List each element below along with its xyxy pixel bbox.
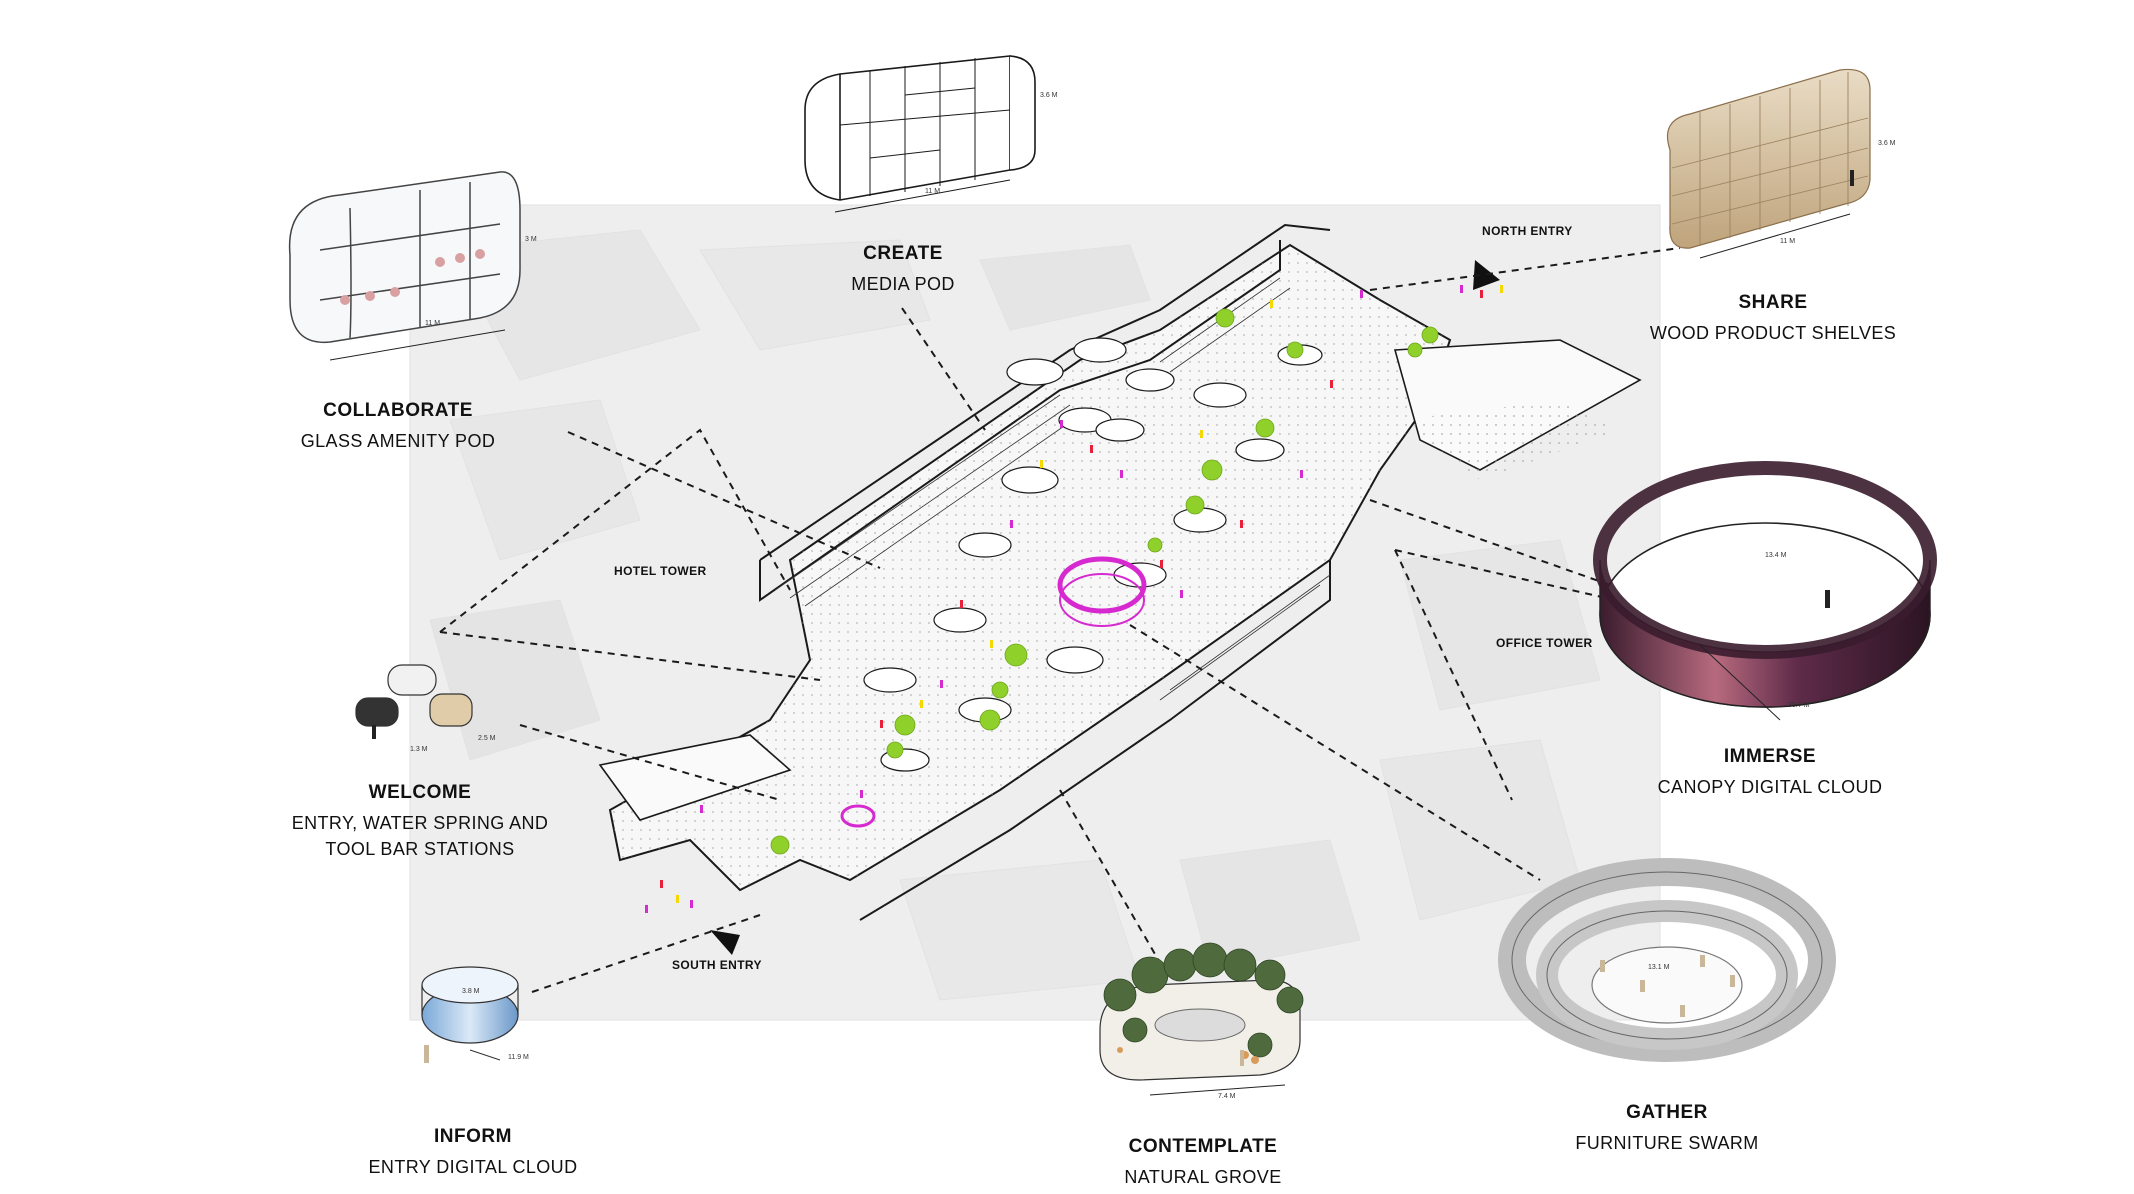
trees bbox=[770, 308, 1439, 855]
share-title: SHARE bbox=[1738, 292, 1808, 313]
person-figure bbox=[372, 725, 376, 739]
immerse-title: IMMERSE bbox=[1723, 746, 1817, 767]
inform-diameter: 3.8 M bbox=[462, 988, 480, 995]
north-entry-label: NORTH ENTRY bbox=[1482, 224, 1573, 238]
person-figure bbox=[1240, 1050, 1244, 1066]
south-entry-arrow bbox=[710, 930, 740, 955]
concourse bbox=[598, 223, 1642, 921]
label-contemplate: CONTEMPLATE NATURAL GROVE bbox=[1124, 1136, 1281, 1190]
office-tower-label: OFFICE TOWER bbox=[1496, 636, 1593, 650]
pod-furniture bbox=[340, 249, 485, 305]
welcome-dim-b: 1.3 M bbox=[410, 746, 428, 753]
media-pod-height: 3.6 M bbox=[1040, 92, 1058, 99]
welcome-dim-a: 2.5 M bbox=[478, 735, 496, 742]
label-create: CREATE MEDIA POD bbox=[851, 243, 955, 297]
collaborate-subtitle: GLASS AMENITY POD bbox=[300, 431, 496, 451]
gather-title: GATHER bbox=[1626, 1102, 1708, 1123]
glass-pod-height: 3 M bbox=[525, 236, 537, 243]
collaborate-title: COLLABORATE bbox=[323, 400, 473, 421]
inform-subtitle: ENTRY DIGITAL CLOUD bbox=[368, 1157, 578, 1177]
shelves-height: 3.6 M bbox=[1878, 140, 1896, 147]
label-welcome: WELCOME ENTRY, WATER SPRING AND TOOL BAR… bbox=[292, 782, 549, 862]
label-inform: INFORM ENTRY DIGITAL CLOUD bbox=[369, 1126, 578, 1180]
welcome-title: WELCOME bbox=[368, 782, 472, 803]
furniture-swarm bbox=[1498, 858, 1836, 1062]
create-subtitle: MEDIA POD bbox=[851, 274, 955, 294]
media-pod bbox=[804, 55, 1036, 213]
glass-pod-width: 11 M bbox=[425, 320, 441, 327]
welcome-subtitle-line-2: TOOL BAR STATIONS bbox=[325, 839, 515, 859]
label-collaborate: COLLABORATE GLASS AMENITY POD bbox=[301, 400, 496, 454]
label-gather: GATHER FURNITURE SWARM bbox=[1575, 1102, 1758, 1156]
grove-width: 7.4 M bbox=[1218, 1093, 1236, 1100]
south-entry-label: SOUTH ENTRY bbox=[672, 958, 762, 972]
canopy-ring bbox=[1593, 461, 1937, 721]
contemplate-subtitle: NATURAL GROVE bbox=[1124, 1167, 1282, 1187]
person-figure bbox=[1825, 590, 1830, 608]
label-share: SHARE WOOD PRODUCT SHELVES bbox=[1650, 292, 1896, 346]
entry-ring bbox=[840, 804, 876, 828]
swarm-people bbox=[1600, 955, 1735, 1017]
leader-lines bbox=[439, 247, 1681, 993]
entry-cloud bbox=[421, 966, 519, 1061]
canopy-circumference: 39.7 M bbox=[1788, 702, 1810, 709]
media-pod-width: 11 M bbox=[925, 188, 941, 195]
inform-circumference: 11.9 M bbox=[508, 1054, 529, 1061]
canopy-diameter: 13.4 M bbox=[1765, 552, 1787, 559]
wood-shelves bbox=[1666, 68, 1871, 259]
welcome-subtitle-line-1: ENTRY, WATER SPRING AND bbox=[291, 813, 549, 833]
gather-subtitle: FURNITURE SWARM bbox=[1575, 1133, 1759, 1153]
share-subtitle: WOOD PRODUCT SHELVES bbox=[1649, 323, 1897, 343]
shelves-width: 11 M bbox=[1780, 238, 1796, 245]
immerse-subtitle: CANOPY DIGITAL CLOUD bbox=[1657, 777, 1883, 797]
central-canopy-ring bbox=[1057, 556, 1147, 627]
label-immerse: IMMERSE CANOPY DIGITAL CLOUD bbox=[1658, 746, 1883, 800]
person-figure bbox=[424, 1045, 429, 1063]
welcome-stations bbox=[355, 664, 473, 727]
swarm-diameter: 13.1 M bbox=[1648, 964, 1670, 971]
natural-grove bbox=[1099, 942, 1304, 1096]
inform-title: INFORM bbox=[434, 1126, 512, 1147]
create-title: CREATE bbox=[863, 243, 943, 264]
contemplate-title: CONTEMPLATE bbox=[1128, 1136, 1278, 1157]
person-figure bbox=[1850, 170, 1854, 186]
hotel-tower-label: HOTEL TOWER bbox=[614, 564, 707, 578]
people bbox=[645, 285, 1503, 913]
